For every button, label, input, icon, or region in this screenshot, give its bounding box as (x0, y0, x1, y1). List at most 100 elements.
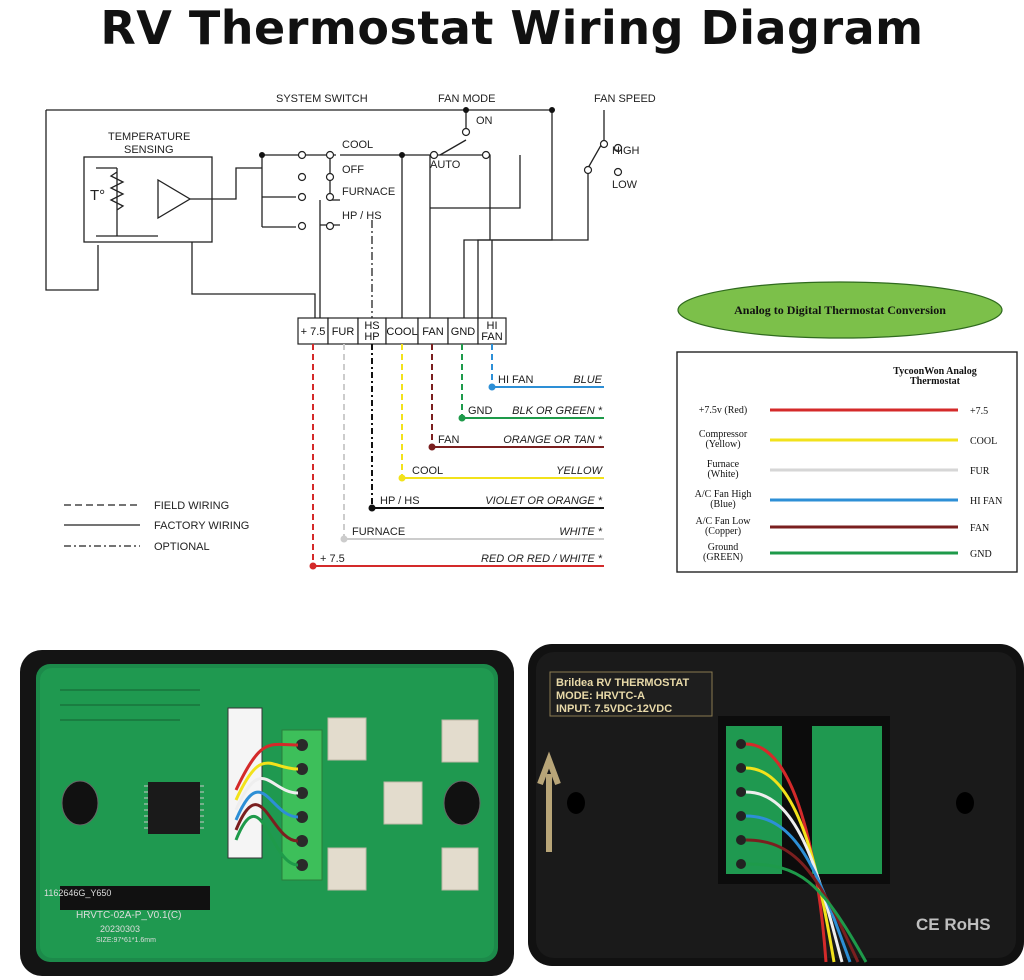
row-left-label: (Yellow) (705, 439, 740, 450)
housing-wire (745, 790, 844, 963)
low-contact-label: LOW (612, 179, 638, 191)
pcb-photo: 1162646G_Y650 HRVTC-02A-P_V0.1(C) 202303… (20, 650, 514, 976)
terminal-label: FAN (422, 326, 443, 338)
row-right-label: COOL (970, 436, 997, 447)
housing-wire (745, 766, 836, 963)
wiring-legend (64, 504, 140, 547)
conversion-row-2: Furnace(White)FUR (707, 459, 990, 480)
housing-photo: Brildea RV THERMOSTAT MODE: HRVTC-A INPU… (528, 644, 1024, 966)
terminal-4: FAN (417, 317, 449, 345)
terminal-label: FAN (481, 331, 502, 343)
high-contact-label: HIGH (612, 145, 640, 157)
wire-terminal-label: GND (468, 405, 493, 417)
pcb-wire (234, 777, 299, 811)
hp-hs-contact-label: HP / HS (342, 210, 382, 222)
housing-wire (745, 814, 852, 963)
temperature-sensing-label-2: SENSING (124, 144, 174, 156)
temperature-sensing-label-1: TEMPERATURE (108, 131, 190, 143)
system-switch-label: SYSTEM SWITCH (276, 93, 368, 105)
housing-wire (745, 838, 860, 963)
furnace-contact-label: FURNACE (342, 186, 395, 198)
housing-label-line-3: INPUT: 7.5VDC-12VDC (556, 703, 672, 715)
board-code: 1162646G_Y650 (44, 888, 111, 898)
wire-color-label: VIOLET OR ORANGE * (485, 495, 602, 507)
housing-wire (745, 742, 828, 963)
wire-color-label: BLUE (573, 374, 602, 386)
legend-field-wiring: FIELD WIRING (154, 500, 229, 512)
row-left-label: Furnace (707, 459, 740, 470)
wire-terminal-label: FURNACE (352, 526, 405, 538)
row-left-label: +7.5v (Red) (699, 405, 747, 416)
wire-1: GND BLK OR GREEN * (458, 344, 604, 422)
terminal-label: HI (487, 320, 498, 332)
conversion-row-5: Ground(GREEN)GND (703, 542, 992, 563)
terminal-0: + 7.5 (297, 317, 329, 345)
fan-mode-label: FAN MODE (438, 93, 495, 105)
pcb-wire (234, 790, 299, 821)
wire-3: COOL YELLOW (398, 344, 604, 482)
table-header-1: TycoonWon Analog (893, 366, 976, 377)
sensor-symbol: T° (90, 187, 105, 204)
wire-2: FAN ORANGE OR TAN * (428, 344, 604, 451)
terminal-label: + 7.5 (301, 326, 326, 338)
wire-runs: HI FAN BLUE GND BLK OR GREEN * FAN ORANGE OR … (309, 344, 604, 570)
conversion-badge-text: Analog to Digital Thermostat Conversion (734, 303, 946, 317)
row-left-label: Ground (708, 542, 739, 553)
row-left-label: Compressor (699, 429, 748, 440)
row-left-label: (Copper) (705, 526, 741, 537)
wire-terminal-label: FAN (438, 434, 459, 446)
terminal-1: FUR (327, 317, 359, 345)
wire-5: FURNACE WHITE * (340, 344, 604, 543)
wire-color-label: ORANGE OR TAN * (503, 434, 603, 446)
terminal-label: HS (364, 320, 379, 332)
terminal-label: FUR (332, 326, 355, 338)
wire-terminal-label: COOL (412, 465, 443, 477)
page-title: RV Thermostat Wiring Diagram (100, 1, 924, 55)
conversion-table (676, 351, 1018, 573)
terminal-3: COOL (385, 317, 419, 345)
conversion-row-0: +7.5v (Red) +7.5 (699, 405, 988, 417)
housing-label-line-2: MODE: HRVTC-A (556, 690, 645, 702)
row-right-label: +7.5 (970, 406, 988, 417)
certification-mark: CE RoHS (916, 915, 991, 934)
conversion-row-4: A/C Fan Low(Copper)FAN (696, 516, 990, 537)
terminal-label: GND (451, 326, 476, 338)
conversion-row-3: A/C Fan High(Blue)HI FAN (695, 489, 1003, 510)
terminal-label: COOL (386, 326, 417, 338)
wire-4: HP / HS VIOLET OR ORANGE * (368, 344, 604, 512)
wire-color-label: BLK OR GREEN * (512, 405, 603, 417)
pcb-wire (234, 815, 299, 867)
cool-contact-label: COOL (342, 139, 373, 151)
board-size: SIZE:97*61*1.6mm (96, 937, 156, 944)
row-right-label: HI FAN (970, 496, 1002, 507)
housing-label-line-1: Brildea RV THERMOSTAT (556, 677, 690, 689)
terminal-label: HP (364, 331, 379, 343)
junction-dots (259, 107, 555, 158)
conversion-badge (677, 281, 1003, 339)
wire-0: HI FAN BLUE (488, 344, 604, 391)
auto-contact-label: AUTO (430, 159, 461, 171)
wire-color-label: WHITE * (559, 526, 602, 538)
wire-color-label: YELLOW (556, 465, 603, 477)
row-left-label: A/C Fan High (695, 489, 752, 500)
terminal-5: GND (447, 317, 479, 345)
pcb-wire (234, 803, 299, 843)
row-left-label: (White) (707, 469, 738, 480)
wire-terminal-label: HP / HS (380, 495, 420, 507)
pcb-wire (234, 742, 299, 791)
wire-color-label: RED OR RED / WHITE * (481, 553, 603, 565)
off-contact-label: OFF (342, 164, 364, 176)
row-right-label: GND (970, 549, 992, 560)
legend-factory-wiring: FACTORY WIRING (154, 520, 249, 532)
on-contact-label: ON (476, 115, 493, 127)
wire-terminal-label: HI FAN (498, 374, 534, 386)
row-left-label: A/C Fan Low (696, 516, 752, 527)
housing-wire (745, 862, 868, 963)
switch-contacts (297, 127, 623, 231)
table-header-2: Thermostat (910, 376, 961, 387)
